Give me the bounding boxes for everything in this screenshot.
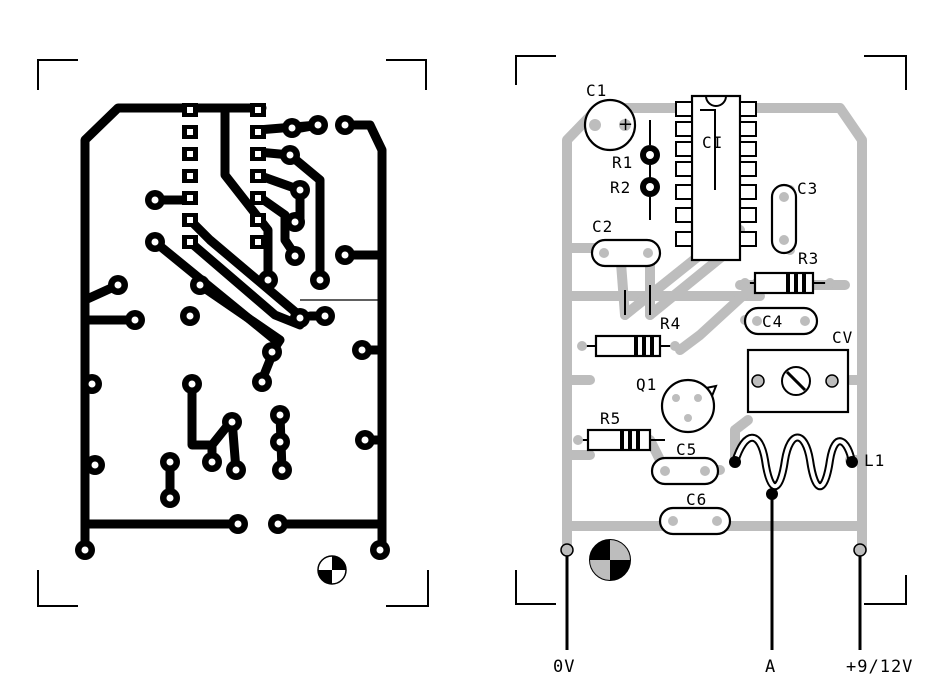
capacitor-c2: [590, 238, 662, 268]
capacitor-c4: [743, 306, 819, 336]
round-pads-left: [75, 115, 390, 560]
trimmer-capacitor-cv: [746, 348, 850, 414]
capacitor-c6: [658, 506, 732, 536]
ic-ci: [675, 94, 757, 262]
label-terminal-0v: 0V: [553, 657, 575, 677]
label-c5: C5: [676, 440, 697, 459]
label-terminal-a: A: [765, 657, 776, 677]
capacitor-c5: [650, 456, 720, 486]
label-r2: R2: [610, 178, 631, 197]
label-c6: C6: [686, 490, 707, 509]
copper-pads: [75, 103, 390, 560]
crop-marks-left: [37, 59, 429, 607]
label-r4: R4: [660, 314, 681, 333]
ic-pads-left: [182, 103, 266, 249]
resistor-r4: [577, 285, 680, 358]
resistor-r1: [640, 145, 660, 180]
resistor-r3: [740, 271, 835, 295]
label-c2: C2: [592, 217, 613, 236]
copper-side-view: [37, 59, 429, 607]
transistor-q1: [660, 378, 718, 434]
label-l1: L1: [864, 451, 885, 470]
terminal-pad-supply: [853, 543, 867, 557]
terminal-wires: [565, 494, 862, 650]
copper-traces: [80, 103, 387, 555]
label-q1: Q1: [636, 375, 657, 394]
label-ci: CI: [702, 133, 723, 152]
capacitor-c1: +: [583, 98, 637, 152]
component-side-view: +: [515, 55, 913, 677]
label-r3: R3: [798, 249, 819, 268]
label-r1: R1: [612, 153, 633, 172]
svg-text:+: +: [618, 114, 633, 135]
label-c3: C3: [797, 179, 818, 198]
label-terminal-supply: +9/12V: [846, 657, 913, 677]
terminal-pad-0v: [560, 543, 574, 557]
resistor-r5: [573, 428, 665, 452]
orientation-mark-right: [589, 539, 631, 581]
component-labels: C1 R1 CI R2 C3 C2 R3 R4 C4 CV Q1 R5 C5 L…: [586, 81, 885, 509]
resistor-r2: [640, 120, 660, 220]
inductor-l1: [729, 433, 858, 500]
orientation-mark-left: [317, 555, 347, 585]
label-c4: C4: [762, 312, 783, 331]
capacitor-c3: [770, 183, 798, 255]
terminal-labels: 0V A +9/12V: [553, 657, 913, 677]
label-c1: C1: [586, 81, 607, 100]
crop-marks-right: [515, 55, 907, 605]
label-cv: CV: [832, 328, 853, 347]
label-r5: R5: [600, 409, 621, 428]
